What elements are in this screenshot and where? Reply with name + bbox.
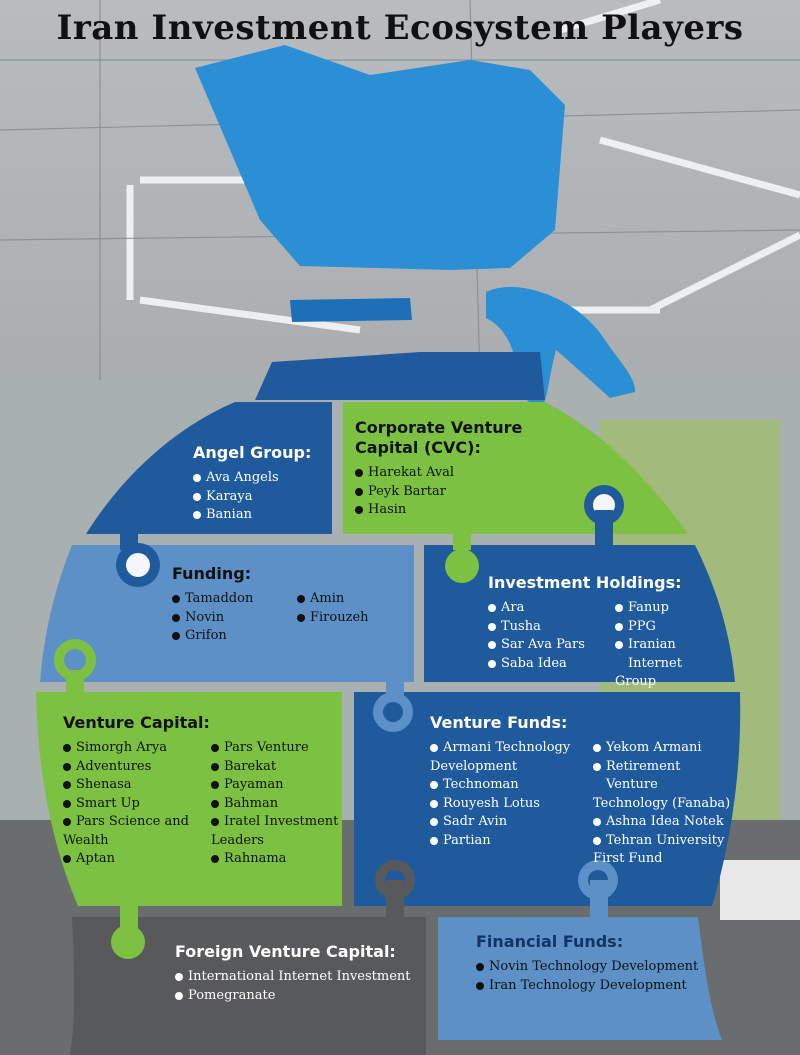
venture-capital-title: Venture Capital: xyxy=(63,713,210,732)
foreign-vc-section: Foreign Venture Capital: International I… xyxy=(175,942,420,1005)
list-item-continuation: Technology (Fanaba) xyxy=(593,795,731,811)
list-item: Amin xyxy=(297,590,397,609)
angel-group-panel xyxy=(86,402,332,534)
list-item: Barekat xyxy=(211,758,341,777)
list-item: Iran Technology Development xyxy=(476,977,706,996)
list-item: Adventures xyxy=(63,758,211,777)
list-item: Saba Idea xyxy=(488,655,615,674)
list-item: Tehran University xyxy=(593,832,733,851)
funding-title: Funding: xyxy=(172,564,252,583)
list-item: Ava Angels xyxy=(193,469,328,488)
financial-funds-panel xyxy=(438,917,722,1040)
cvc-title: Corporate Venture Capital (CVC): xyxy=(355,418,523,457)
list-item: Pomegranate xyxy=(175,987,420,1006)
list-item: Iratel Investment xyxy=(211,813,341,832)
list-item: Tusha xyxy=(488,618,615,637)
investment-holdings-panel xyxy=(424,545,735,682)
list-item: Banian xyxy=(193,506,328,525)
list-item: Shenasa xyxy=(63,776,211,795)
list-item: Novin Technology Development xyxy=(476,958,706,977)
list-item: Firouzeh xyxy=(297,609,397,628)
list-item-continuation: Development xyxy=(430,758,518,774)
venture-funds-section: Venture Funds: Armani Technology Develop… xyxy=(430,713,735,869)
cvc-section: Corporate Venture Capital (CVC): Harekat… xyxy=(355,418,555,520)
list-item-continuation: Wealth xyxy=(63,832,109,848)
venture-funds-title: Venture Funds: xyxy=(430,713,568,732)
list-item: International Internet Investment xyxy=(175,968,420,987)
financial-funds-section: Financial Funds: Novin Technology Develo… xyxy=(476,932,706,995)
list-item: Aptan xyxy=(63,850,211,869)
list-item: Simorgh Arya xyxy=(63,739,211,758)
page-title: Iran Investment Ecosystem Players xyxy=(56,8,744,48)
funding-section: Funding: Tamaddon Novin Grifon Amin Firo… xyxy=(172,564,407,646)
list-item: Karaya xyxy=(193,488,328,507)
investment-holdings-title: Investment Holdings: xyxy=(488,573,682,592)
list-item: Yekom Armani xyxy=(593,739,733,758)
list-item-continuation: First Fund xyxy=(593,851,663,866)
list-item: Retirement Venture xyxy=(593,758,733,795)
foreign-vc-panel xyxy=(70,917,426,1055)
list-item: Ashna Idea Notek xyxy=(593,813,733,832)
list-item: Rouyesh Lotus xyxy=(430,795,593,814)
list-item: Harekat Aval xyxy=(355,464,555,483)
list-item: Tamaddon xyxy=(172,590,297,609)
list-item: Iranian Internet xyxy=(615,636,730,673)
list-item: Pars Science and xyxy=(63,813,211,832)
venture-funds-panel xyxy=(354,692,741,906)
investment-holdings-section: Investment Holdings: Ara Tusha Sar Ava P… xyxy=(488,573,733,692)
list-item: Technoman xyxy=(430,776,593,795)
list-item: Armani Technology xyxy=(430,739,593,758)
angel-group-section: Angel Group: Ava Angels Karaya Banian xyxy=(193,443,328,525)
foreign-vc-title: Foreign Venture Capital: xyxy=(175,942,396,961)
venture-capital-section: Venture Capital: Simorgh Arya Adventures… xyxy=(63,713,343,869)
puzzle-connectors xyxy=(54,485,624,959)
list-item: Smart Up xyxy=(63,795,211,814)
bag-top xyxy=(195,45,565,270)
list-item-continuation: Group xyxy=(615,674,657,689)
list-item: Partian xyxy=(430,832,593,851)
list-item: Grifon xyxy=(172,627,297,646)
venture-capital-panel xyxy=(36,692,342,906)
list-item: PPG xyxy=(615,618,730,637)
list-item: Fanup xyxy=(615,599,730,618)
list-item-continuation: Leaders xyxy=(211,832,264,848)
list-item: Sar Ava Pars xyxy=(488,636,615,655)
angel-group-title: Angel Group: xyxy=(193,443,312,462)
list-item: Payaman xyxy=(211,776,341,795)
list-item: Bahman xyxy=(211,795,341,814)
financial-funds-title: Financial Funds: xyxy=(476,932,624,951)
list-item: Rahnama xyxy=(211,850,341,869)
list-item: Peyk Bartar xyxy=(355,483,555,502)
list-item: Ara xyxy=(488,599,615,618)
bag-neck xyxy=(255,352,545,400)
list-item: Pars Venture xyxy=(211,739,341,758)
bag-tie-left xyxy=(290,298,412,322)
list-item: Sadr Avin xyxy=(430,813,593,832)
list-item: Hasin xyxy=(355,501,555,520)
list-item: Novin xyxy=(172,609,297,628)
